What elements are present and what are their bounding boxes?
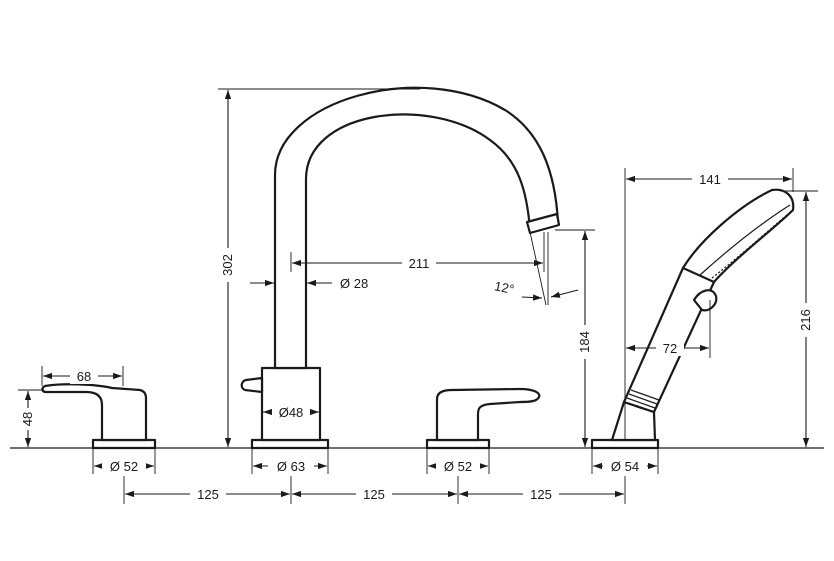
dim-shower-base-diameter: Ø 54: [611, 459, 639, 474]
right-handle: [425, 387, 541, 450]
dim-spacing-2: 125: [363, 487, 385, 502]
left-handle: [41, 383, 157, 450]
spout-base-plate: [250, 438, 330, 450]
spout-tube: [273, 86, 560, 370]
left-handle-body: [41, 383, 148, 442]
dim-shower-head-offset: 72: [663, 341, 677, 356]
dim-spout-angle: 12°: [493, 278, 515, 297]
dim-tube-diameter: Ø 28: [340, 276, 368, 291]
shower-face: [699, 204, 791, 276]
dim-lever-height: 48: [20, 412, 35, 426]
dim-left-base-diameter: Ø 52: [110, 459, 138, 474]
dim-body-diameter: Ø48: [279, 405, 304, 420]
dim-shower-height: 216: [798, 309, 813, 331]
spout-outlet: [525, 212, 561, 235]
handle-ring-3: [630, 389, 660, 401]
hand-shower: [590, 188, 795, 450]
dim-spacing-3: 125: [530, 487, 552, 502]
shower-base-plate: [590, 438, 660, 450]
dim-lever-reach: 68: [77, 369, 91, 384]
dim-overall-height: 302: [220, 254, 235, 276]
dim-outlet-height: 184: [577, 331, 592, 353]
dim-spout-reach: 211: [409, 256, 430, 271]
diverter-knob: [240, 376, 264, 394]
dim-spout-base-diameter: Ø 63: [277, 459, 305, 474]
spray-nozzles: [711, 213, 789, 279]
spout-assembly: [240, 86, 561, 450]
dim-shower-reach: 141: [699, 172, 721, 187]
left-handle-base: [91, 438, 157, 450]
shower-handle: [622, 264, 716, 414]
right-handle-base: [425, 438, 491, 450]
dim-right-base-diameter: Ø 52: [444, 459, 472, 474]
shower-head: [681, 188, 795, 284]
right-handle-body: [435, 387, 541, 442]
dim-spacing-1: 125: [197, 487, 219, 502]
handle-ring-1: [626, 397, 656, 409]
handle-ring-2: [628, 393, 658, 405]
spray-selector: [692, 289, 718, 312]
